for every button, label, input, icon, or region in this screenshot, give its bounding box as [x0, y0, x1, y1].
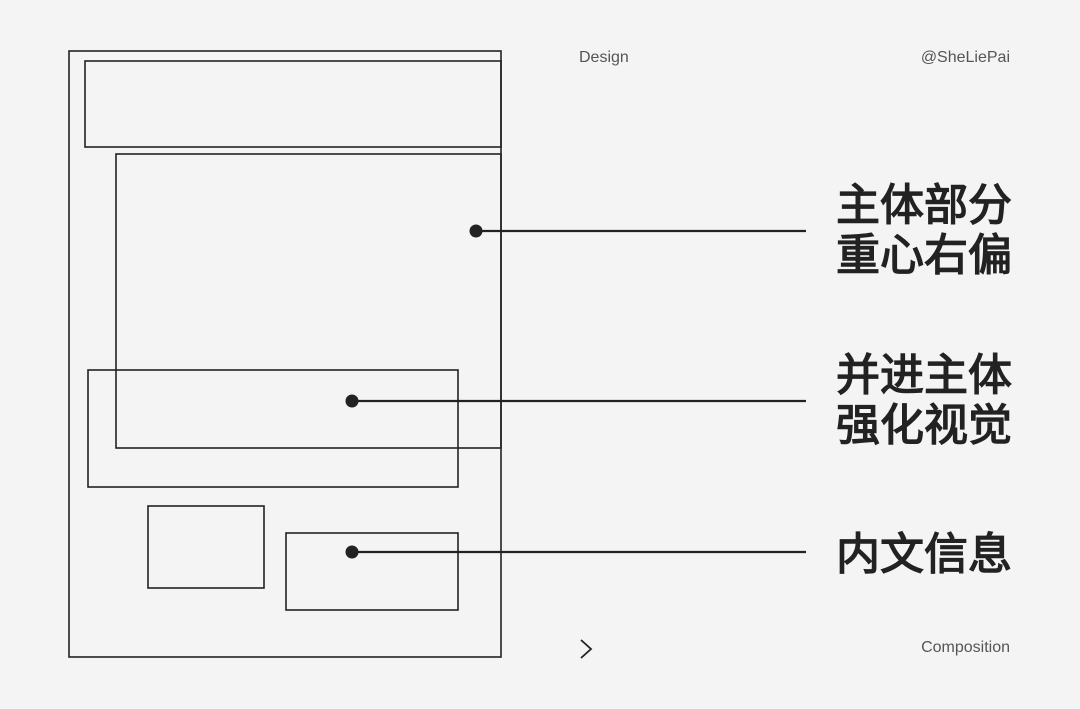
callout-text-info-line1: 内文信息 — [836, 529, 1012, 580]
composition-label: Composition — [921, 639, 1010, 656]
chevron-right-icon[interactable] — [574, 636, 598, 662]
callout-dot-overlap — [345, 394, 359, 408]
callout-overlap: 并进主体 强化视觉 — [836, 351, 1012, 451]
callout-text-info: 内文信息 — [836, 530, 1012, 580]
page-frame — [68, 50, 502, 658]
callout-overlap-line2: 强化视觉 — [836, 400, 1012, 451]
author-handle: @SheLiePai — [920, 49, 1010, 66]
design-label: Design — [579, 49, 629, 66]
header-block — [84, 60, 502, 148]
callout-main-body-line1: 主体部分 — [836, 180, 1012, 231]
small-image-block — [147, 505, 265, 589]
callout-main-body: 主体部分 重心右偏 — [836, 181, 1012, 281]
main-body-block — [115, 153, 502, 449]
overlapping-block — [87, 369, 459, 488]
callout-overlap-line1: 并进主体 — [836, 350, 1012, 401]
callout-main-body-line2: 重心右偏 — [836, 230, 1012, 281]
callout-dot-main-body — [469, 224, 483, 238]
text-info-block — [285, 532, 459, 611]
callout-dot-text-info — [345, 545, 359, 559]
